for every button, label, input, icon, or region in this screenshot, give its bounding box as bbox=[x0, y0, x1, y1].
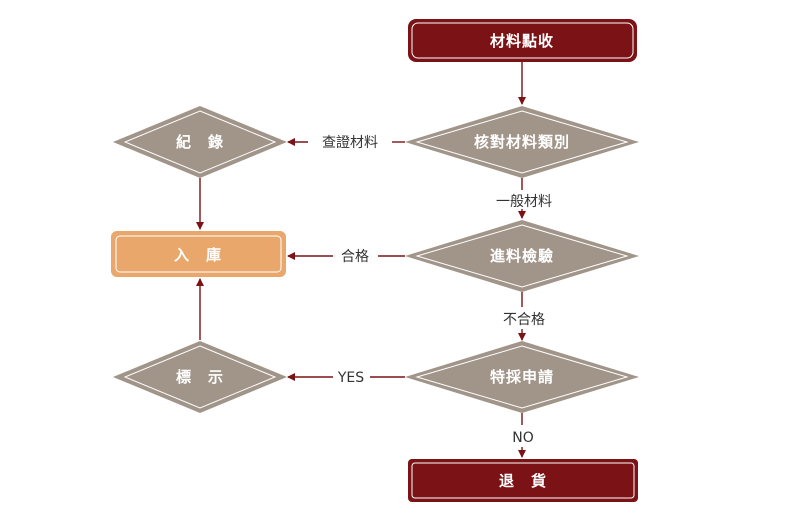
edge-label-general-materials: 一般材料 bbox=[496, 194, 552, 210]
node-receive: 材料點收 bbox=[408, 19, 637, 62]
node-special-label: 特採申請 bbox=[490, 368, 554, 386]
node-inspect: 進料檢驗 bbox=[405, 220, 639, 292]
node-storage-label: 入 庫 bbox=[174, 246, 222, 264]
edge-label-fail: 不合格 bbox=[503, 312, 545, 328]
node-return: 退 貨 bbox=[408, 459, 638, 502]
node-special: 特採申請 bbox=[405, 341, 639, 413]
node-check-type-label: 核對材料類別 bbox=[474, 133, 570, 151]
edge-label-pass: 合格 bbox=[341, 249, 369, 265]
node-record: 紀 錄 bbox=[113, 106, 287, 178]
node-check-type: 核對材料類別 bbox=[405, 106, 639, 178]
node-mark: 標 示 bbox=[113, 341, 287, 413]
node-mark-label: 標 示 bbox=[176, 368, 224, 386]
node-storage: 入 庫 bbox=[111, 231, 286, 277]
node-inspect-label: 進料檢驗 bbox=[490, 247, 554, 265]
node-receive-label: 材料點收 bbox=[490, 32, 554, 50]
edge-label-no: NO bbox=[512, 430, 534, 446]
edge-label-check-materials: 查證材料 bbox=[322, 134, 378, 151]
node-record-label: 紀 錄 bbox=[176, 133, 224, 151]
edge-label-yes: YES bbox=[337, 370, 364, 386]
node-return-label: 退 貨 bbox=[499, 472, 547, 490]
